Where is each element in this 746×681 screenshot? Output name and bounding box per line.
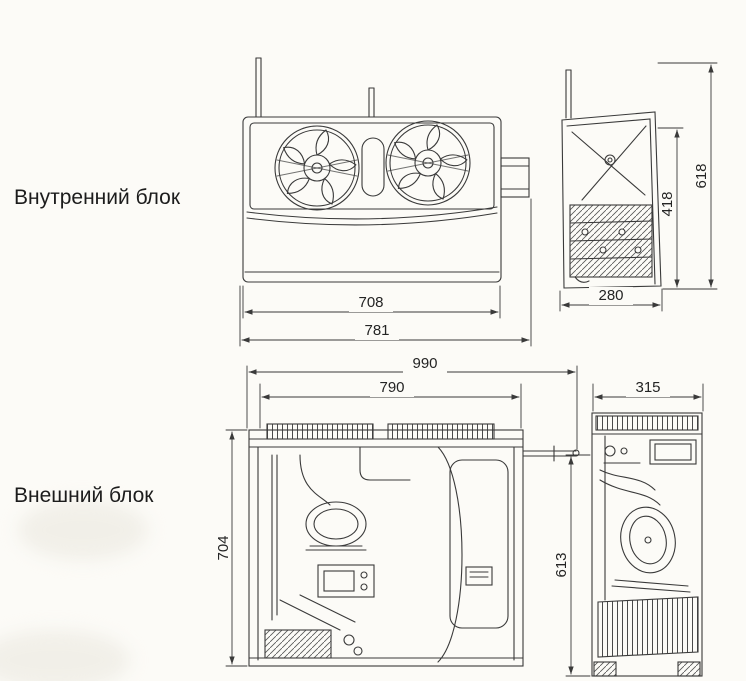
- dim-outdoor-side-height: 613: [553, 552, 570, 578]
- outdoor-side-view: [591, 412, 703, 677]
- dim-indoor-side-depth: 280: [589, 287, 633, 305]
- dim-outdoor-side-depth: 315: [626, 379, 670, 397]
- dimension-lines: [225, 62, 718, 677]
- scan-smudge: [18, 500, 148, 560]
- dim-indoor-side-overall-height: 618: [693, 163, 710, 189]
- indoor-unit-label: Внутренний блок: [14, 186, 181, 209]
- dim-outdoor-front-inner-width: 790: [370, 379, 414, 397]
- dim-indoor-front-overall-width: 781: [355, 322, 399, 340]
- dim-outdoor-front-height: 704: [215, 535, 232, 561]
- dim-indoor-front-inner-width: 708: [349, 294, 393, 312]
- dim-indoor-side-inner-height: 418: [659, 191, 676, 217]
- indoor-side-view: [561, 69, 662, 289]
- dim-outdoor-overall-width: 990: [403, 355, 447, 373]
- scan-smudge: [0, 630, 130, 681]
- outdoor-unit-label: Внешний блок: [14, 484, 154, 507]
- outdoor-front-view: [248, 423, 580, 667]
- indoor-front-view: [242, 57, 530, 283]
